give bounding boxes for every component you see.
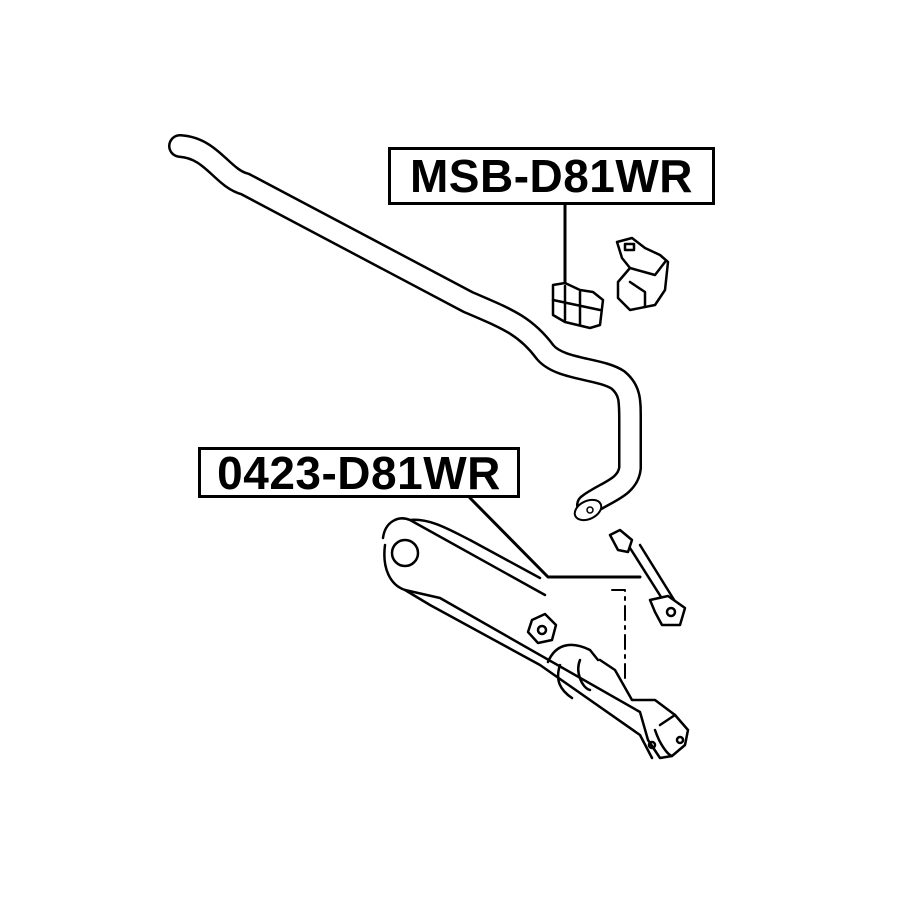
leader-lines xyxy=(468,203,642,579)
stabilizer-bushing xyxy=(551,281,605,330)
alignment-line xyxy=(611,589,626,681)
stabilizer-link xyxy=(608,528,687,627)
part-label-stabilizer-bushing: MSB-D81WR xyxy=(388,147,715,205)
bushing-bracket xyxy=(615,236,670,312)
stabilizer-bar xyxy=(168,134,642,522)
part-label-stabilizer-link: 0423-D81WR xyxy=(198,447,520,499)
lower-arm xyxy=(381,517,690,760)
